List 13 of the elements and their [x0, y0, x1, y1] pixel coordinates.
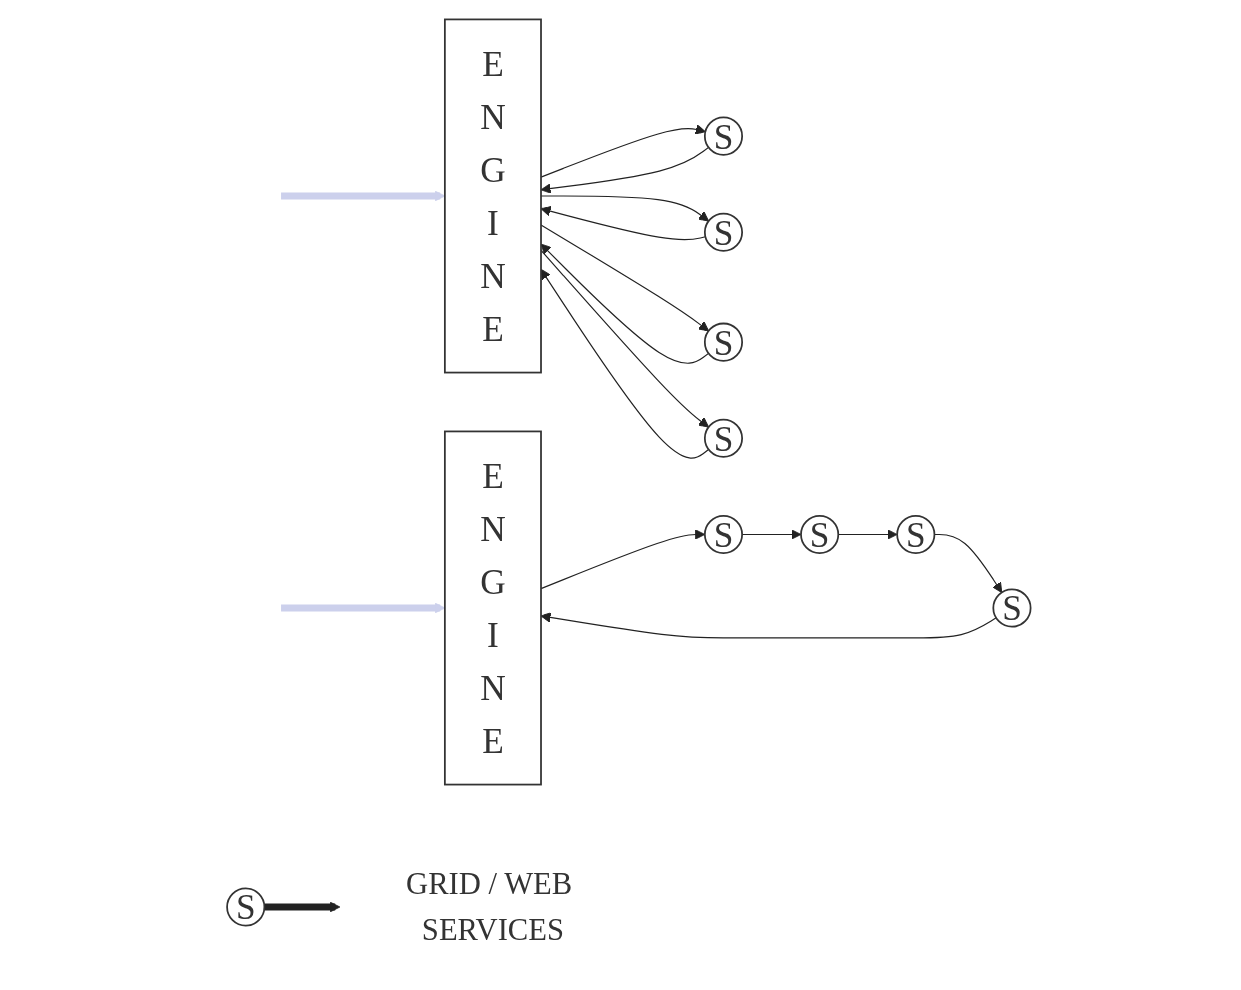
- node-box: E N G I N E: [443, 18, 542, 374]
- node-circle: S: [703, 116, 743, 156]
- node-circle: S: [800, 514, 840, 554]
- node-circle: S: [896, 514, 936, 554]
- node-text: GRID / WEB SERVICES: [406, 866, 573, 948]
- arrow: [264, 901, 341, 913]
- node-circle: S: [992, 588, 1032, 628]
- node-circle: S: [703, 212, 743, 252]
- node-box: E N G I N E: [443, 430, 542, 786]
- node-circle: S: [703, 514, 743, 554]
- node-circle: S: [226, 887, 266, 927]
- node-circle: S: [703, 418, 743, 458]
- node-circle: S: [703, 322, 743, 362]
